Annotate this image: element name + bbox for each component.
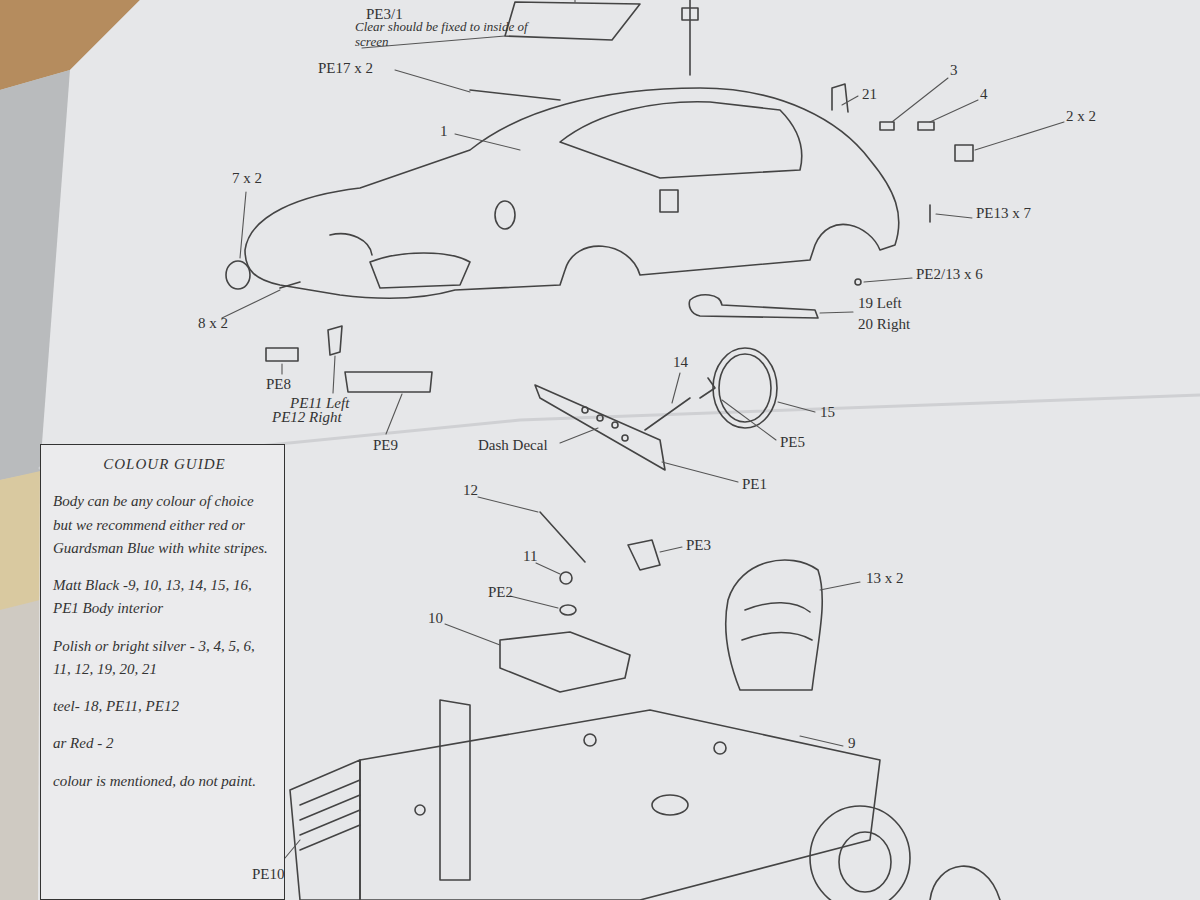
callout-number: 14 (673, 354, 688, 371)
callout-number: 10 (428, 610, 443, 627)
bulkhead (440, 700, 470, 880)
callout-number: PE13 x 7 (976, 205, 1031, 222)
bumper-part (345, 372, 432, 392)
tyre (810, 806, 910, 900)
pedal-part (628, 540, 660, 570)
callout-number: 2 x 2 (1066, 108, 1096, 125)
callout-number: PE10 (252, 866, 285, 883)
guide-entry: Polish or bright silver - 3, 4, 5, 6, 11… (53, 635, 276, 682)
callout-number: 13 x 2 (866, 570, 904, 587)
guide-entry: colour is mentioned, do not paint. (53, 770, 276, 793)
trim-strip (470, 90, 560, 100)
grille-part (266, 348, 298, 361)
callout-number: 9 (848, 735, 856, 752)
guide-entry: Body can be any colour of choice but we … (53, 490, 276, 560)
rollbar-part (832, 84, 848, 112)
instruction-sheet (38, 0, 1200, 900)
handle-part (918, 122, 934, 130)
callout-number: PE9 (373, 437, 398, 454)
mirror-part (682, 8, 698, 20)
floor-hole (652, 795, 688, 815)
callout-number: PE5 (780, 434, 805, 451)
callout-number: PE3 (686, 537, 711, 554)
steering-column (645, 398, 690, 430)
callout-number: 19 Left (858, 295, 902, 312)
side-vent (495, 201, 515, 229)
callout-number: 20 Right (858, 316, 910, 333)
callout-number: 1 (440, 123, 448, 140)
exhaust-part (689, 295, 818, 318)
callout-number: PE2/13 x 6 (916, 266, 983, 283)
chassis-floor (360, 710, 880, 900)
guide-entry: teel- 18, PE11, PE12 (53, 695, 276, 718)
callout-number: 11 (523, 548, 537, 565)
leader-lines (222, 0, 1064, 864)
seat-ribs (742, 603, 812, 640)
guide-entry: Matt Black -9, 10, 13, 14, 15, 16, PE1 B… (53, 574, 276, 621)
pillar-part (689, 0, 691, 75)
bracket-part (328, 326, 342, 355)
lamp-part (955, 145, 973, 161)
callout-number: 21 (862, 86, 877, 103)
guide-entry: ar Red - 2 (53, 732, 276, 755)
seat (726, 560, 823, 690)
gear-gaiter (560, 605, 576, 615)
headlamp-recess (330, 234, 372, 255)
headlamp-lens (226, 261, 250, 289)
radiator-fins (300, 780, 360, 850)
resin-part (0, 470, 45, 610)
rivet (929, 205, 931, 222)
assembly-note: Clear should be fixed to inside of scree… (355, 20, 530, 50)
callout-number: PE2 (488, 584, 513, 601)
callout-number: 8 x 2 (198, 315, 228, 332)
callout-number: PE8 (266, 376, 291, 393)
car-body (245, 88, 899, 298)
callout-number: 7 x 2 (232, 170, 262, 187)
callout-number: PE12 Right (272, 409, 342, 426)
colour-guide-box: COLOUR GUIDE Body can be any colour of ch… (40, 444, 285, 900)
gear-knob (560, 572, 572, 584)
transmission-tunnel (500, 632, 630, 692)
cockpit-opening (560, 102, 802, 178)
guide-heading: COLOUR GUIDE (53, 453, 276, 476)
gear-lever (540, 512, 585, 562)
steering-wheel-rim (719, 354, 771, 422)
wheel-part (930, 866, 1000, 900)
sidelight (280, 282, 300, 288)
radiator-part (290, 760, 360, 900)
callout-number: PE1 (742, 476, 767, 493)
callout-number: PE17 x 2 (318, 60, 373, 77)
rivet (855, 279, 861, 285)
steering-hub (700, 378, 715, 398)
callout-number: 12 (463, 482, 478, 499)
side-grille (660, 190, 678, 212)
callout-number: Dash Decal (478, 437, 548, 454)
callout-number: 3 (950, 62, 958, 79)
grille-opening (370, 253, 470, 288)
steering-wheel (713, 348, 777, 428)
callout-number: 4 (980, 86, 988, 103)
callout-number: 15 (820, 404, 835, 421)
tyre-inner (839, 832, 891, 892)
clip-part (880, 122, 894, 130)
dashboard (535, 385, 665, 470)
